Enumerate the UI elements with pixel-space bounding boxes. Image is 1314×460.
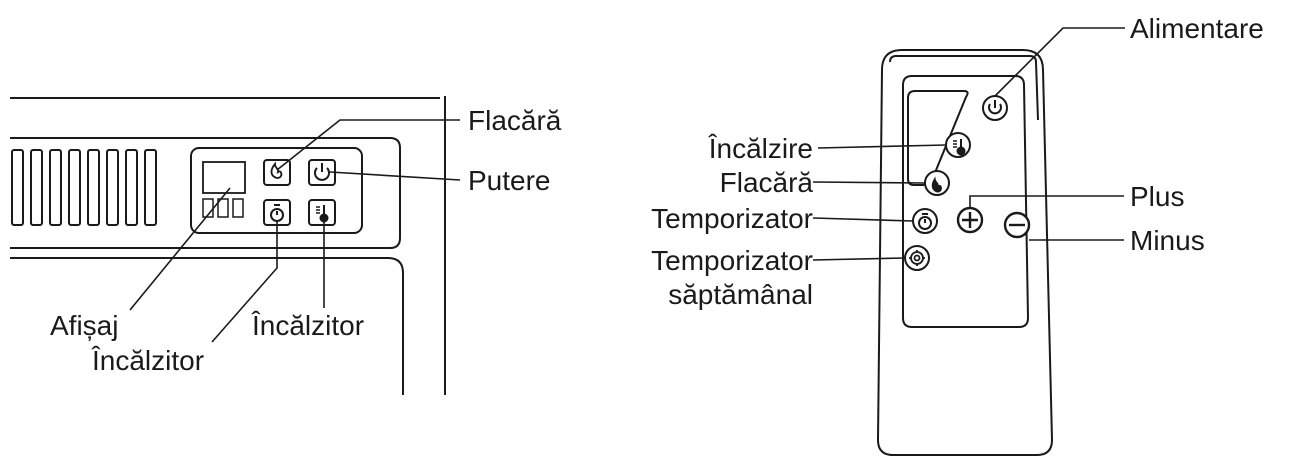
panel-label-heater-right: Încălzitor — [251, 310, 364, 341]
panel-label-heater-bottom: Încălzitor — [91, 345, 204, 376]
vent-slot — [49, 149, 62, 226]
display-screen — [202, 161, 246, 194]
remote-inner-edge — [889, 55, 1039, 121]
remote-heating-button[interactable] — [945, 132, 971, 158]
fireplace-unit — [10, 96, 446, 395]
remote-label-weekly-timer-line1: Temporizator — [651, 245, 813, 276]
firebox-frame — [10, 257, 404, 395]
remote-timer-button[interactable] — [912, 208, 938, 234]
remote-plus-button[interactable] — [956, 206, 984, 234]
remote-label-minus: Minus — [1130, 225, 1205, 256]
remote-callout-lines — [812, 27, 1125, 261]
callout-flame — [276, 119, 460, 171]
weekly-timer-icon — [909, 250, 925, 266]
panel-label-flame: Flacără — [468, 105, 562, 136]
panel-flame-button[interactable] — [263, 159, 291, 186]
remote-body — [876, 49, 1054, 456]
callout-display — [129, 187, 231, 311]
callout-power — [994, 27, 1125, 97]
vent-slot — [87, 149, 100, 226]
flame-icon — [931, 176, 942, 193]
remote-outline — [876, 49, 1054, 456]
remote-label-weekly-timer-line2: săptămânal — [668, 279, 813, 310]
remote-power-button[interactable] — [982, 95, 1008, 121]
vent-slots — [11, 149, 157, 226]
remote-label-heating: Încălzire — [708, 133, 813, 164]
display-digit — [232, 198, 244, 218]
callout-plus — [969, 195, 1124, 208]
callout-power — [329, 171, 461, 181]
panel-timer-button[interactable] — [263, 199, 291, 226]
callout-heating — [817, 144, 947, 149]
remote-label-flame: Flacără — [720, 167, 814, 198]
thermometer-icon — [953, 139, 966, 156]
vent-slot — [106, 149, 119, 226]
display-digits — [202, 198, 244, 218]
callout-timer — [812, 217, 914, 222]
callout-flame — [812, 181, 926, 184]
remote-face — [902, 75, 1030, 328]
remote-weekly-timer-button[interactable] — [904, 245, 930, 271]
vent-slot — [68, 149, 81, 226]
plus-icon — [962, 212, 978, 228]
remote-minus-button[interactable] — [1003, 211, 1031, 239]
vent-slot — [144, 149, 157, 226]
remote-label-power: Alimentare — [1130, 13, 1264, 44]
control-strip — [10, 137, 401, 249]
vent-slot — [11, 149, 24, 226]
display-digit — [217, 198, 229, 218]
flame-icon — [270, 161, 283, 179]
timer-icon — [918, 213, 932, 230]
vent-slot — [125, 149, 138, 226]
remote-flame-button[interactable] — [924, 170, 950, 196]
callout-weekly-timer — [812, 257, 906, 261]
power-icon — [988, 100, 1002, 115]
remote-label-timer: Temporizator — [651, 203, 813, 234]
remote-label-plus: Plus — [1130, 181, 1184, 212]
callout-heater-bottom — [211, 220, 278, 343]
panel-label-power: Putere — [468, 165, 551, 196]
power-icon — [314, 163, 330, 181]
panel-callout-lines — [129, 119, 461, 343]
vent-slot — [30, 149, 43, 226]
panel-heater-button[interactable] — [308, 199, 336, 226]
panel-label-display: Afișaj — [50, 310, 118, 341]
